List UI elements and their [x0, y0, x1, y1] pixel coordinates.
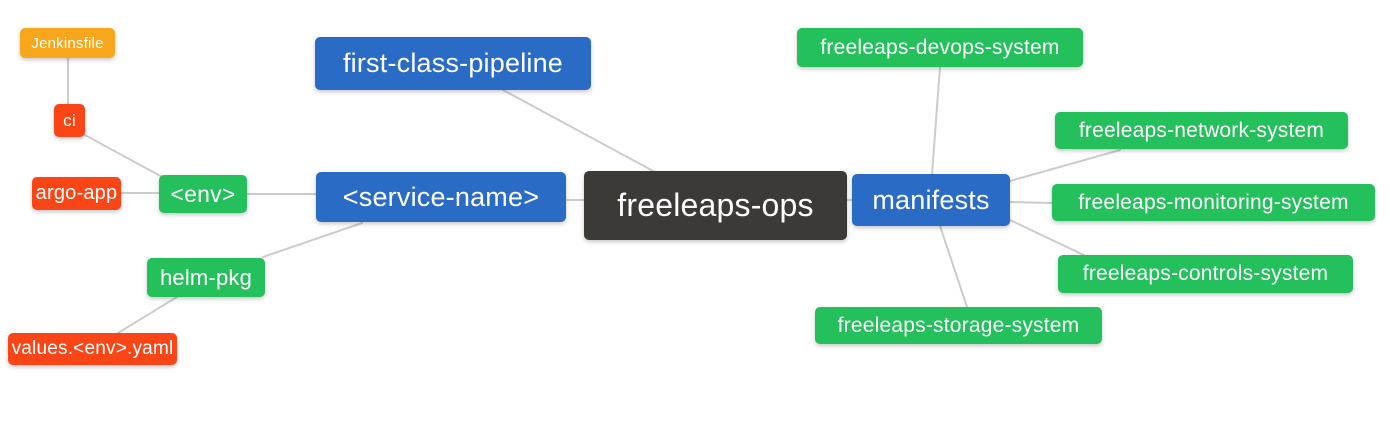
- edge-ci-env: [82, 133, 167, 180]
- node-argo-app[interactable]: argo-app: [32, 177, 121, 210]
- node-network-system[interactable]: freeleaps-network-system: [1055, 112, 1348, 149]
- node-service-name[interactable]: <service-name>: [316, 172, 566, 222]
- edge-values-env-yaml-helm-pkg: [117, 296, 178, 334]
- node-values-env-yaml[interactable]: values.<env>.yaml: [8, 333, 177, 365]
- node-jenkinsfile[interactable]: Jenkinsfile: [20, 28, 115, 58]
- node-storage-system[interactable]: freeleaps-storage-system: [815, 307, 1102, 344]
- node-manifests[interactable]: manifests: [852, 174, 1010, 226]
- edge-manifests-monitoring-system: [1009, 201, 1053, 204]
- node-first-class-pipeline[interactable]: first-class-pipeline: [315, 37, 591, 90]
- edge-first-class-pipeline-freeleaps-ops: [502, 89, 656, 173]
- node-env[interactable]: <env>: [159, 175, 247, 213]
- edge-manifests-network-system: [1009, 149, 1121, 182]
- node-monitoring-system[interactable]: freeleaps-monitoring-system: [1052, 184, 1375, 221]
- edge-helm-pkg-service-name: [262, 222, 363, 258]
- edge-manifests-devops-system: [931, 66, 941, 175]
- node-ci[interactable]: ci: [54, 104, 85, 137]
- node-helm-pkg[interactable]: helm-pkg: [147, 258, 265, 297]
- edge-manifests-storage-system: [939, 225, 968, 308]
- edge-manifests-controls-system: [1009, 219, 1091, 259]
- node-freeleaps-ops[interactable]: freeleaps-ops: [584, 171, 847, 240]
- node-devops-system[interactable]: freeleaps-devops-system: [797, 28, 1083, 67]
- node-controls-system[interactable]: freeleaps-controls-system: [1058, 255, 1353, 293]
